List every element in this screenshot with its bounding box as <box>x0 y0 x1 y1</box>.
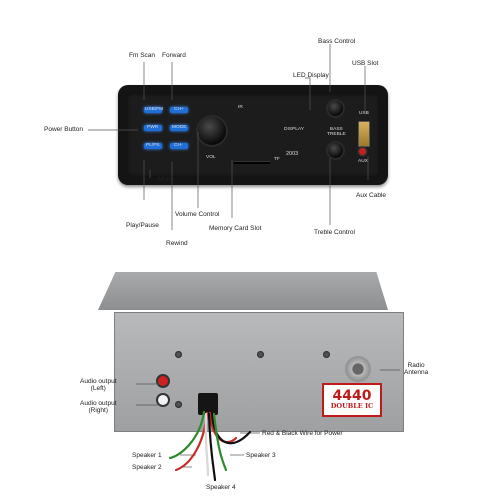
vol-text: VOL <box>206 155 216 160</box>
power-wire-label: Red & Black Wire for Power <box>262 430 343 437</box>
rewind-label: Rewind <box>166 240 188 247</box>
usb-fm-button[interactable] <box>144 107 162 113</box>
display-text: DISPLAY <box>284 127 304 132</box>
mount-hole <box>323 351 330 358</box>
aux-text: AUX <box>358 159 368 164</box>
antenna-socket[interactable] <box>345 356 371 382</box>
ir-text: IR <box>238 105 243 110</box>
bass-control-label: Bass Control <box>318 38 356 45</box>
mode-label: Mode <box>158 176 175 183</box>
double-ic-badge: 4440 DOUBLE IC <box>322 383 382 417</box>
mode-button[interactable] <box>170 125 188 131</box>
chassis-top-cover <box>98 272 388 310</box>
led-display-label: LED Display <box>293 72 329 79</box>
rca-left-jack[interactable] <box>158 376 168 386</box>
pwr-text: PWR <box>147 125 159 130</box>
model-number: 2003 <box>286 151 299 157</box>
stereo-front-panel: USB/FM CH+ PWR MODE PL/PS CH- VOL IR DIS… <box>118 85 388 185</box>
play-pause-label: Play/Pause <box>126 222 159 229</box>
pl-ps-text: PL/PS <box>146 143 160 148</box>
mount-hole <box>257 351 264 358</box>
memory-card-slot-label: Memory Card Slot <box>209 225 262 232</box>
memory-card-slot[interactable] <box>234 161 270 164</box>
volume-knob[interactable] <box>198 117 226 145</box>
front-faceplate: USB/FM CH+ PWR MODE PL/PS CH- VOL IR DIS… <box>126 93 380 177</box>
ch-plus-button[interactable] <box>170 107 188 113</box>
audio-output-right-label: Audio output (Right) <box>80 400 117 415</box>
mount-hole <box>175 351 182 358</box>
speaker-4-label: Speaker 4 <box>206 484 236 491</box>
speaker-1-label: Speaker 1 <box>132 452 162 459</box>
volume-control-label: Volume Control <box>175 211 220 218</box>
power-button[interactable] <box>144 125 162 131</box>
fm-scan-label: Fm Scan <box>129 52 156 59</box>
radio-antenna-label: Radio Antenna <box>404 362 429 377</box>
wire-harness-connector <box>198 393 218 415</box>
ch-minus-button[interactable] <box>170 143 188 149</box>
usb-fm-text: USB/FM <box>145 107 164 112</box>
forward-label: Forward <box>162 52 186 59</box>
aux-jack[interactable] <box>359 148 366 155</box>
aux-cable-label: Aux Cable <box>356 192 386 199</box>
play-pause-button[interactable] <box>144 143 162 149</box>
tf-text: TF <box>274 157 280 162</box>
badge-number: 4440 <box>332 388 372 405</box>
mount-hole <box>175 401 182 408</box>
ch-minus-text: CH- <box>174 143 183 148</box>
power-button-label: Power Button <box>44 126 84 133</box>
badge-text: DOUBLE IC <box>330 402 374 411</box>
audio-output-left-label: Audio output (Left) <box>80 378 117 393</box>
treble-knob[interactable] <box>328 143 343 158</box>
mode-text: MODE <box>172 125 187 130</box>
usb-text: USB <box>359 111 369 116</box>
speaker-2-label: Speaker 2 <box>132 464 162 471</box>
bass-knob[interactable] <box>328 101 343 116</box>
ch-plus-text: CH+ <box>174 107 184 112</box>
usb-port[interactable] <box>358 121 370 147</box>
rca-right-jack[interactable] <box>158 395 168 405</box>
treble-control-label: Treble Control <box>314 229 355 236</box>
speaker-3-label: Speaker 3 <box>246 452 276 459</box>
bass-treble-text: BASS TREBLE <box>327 127 346 137</box>
usb-slot-label: USB Slot <box>352 60 379 67</box>
